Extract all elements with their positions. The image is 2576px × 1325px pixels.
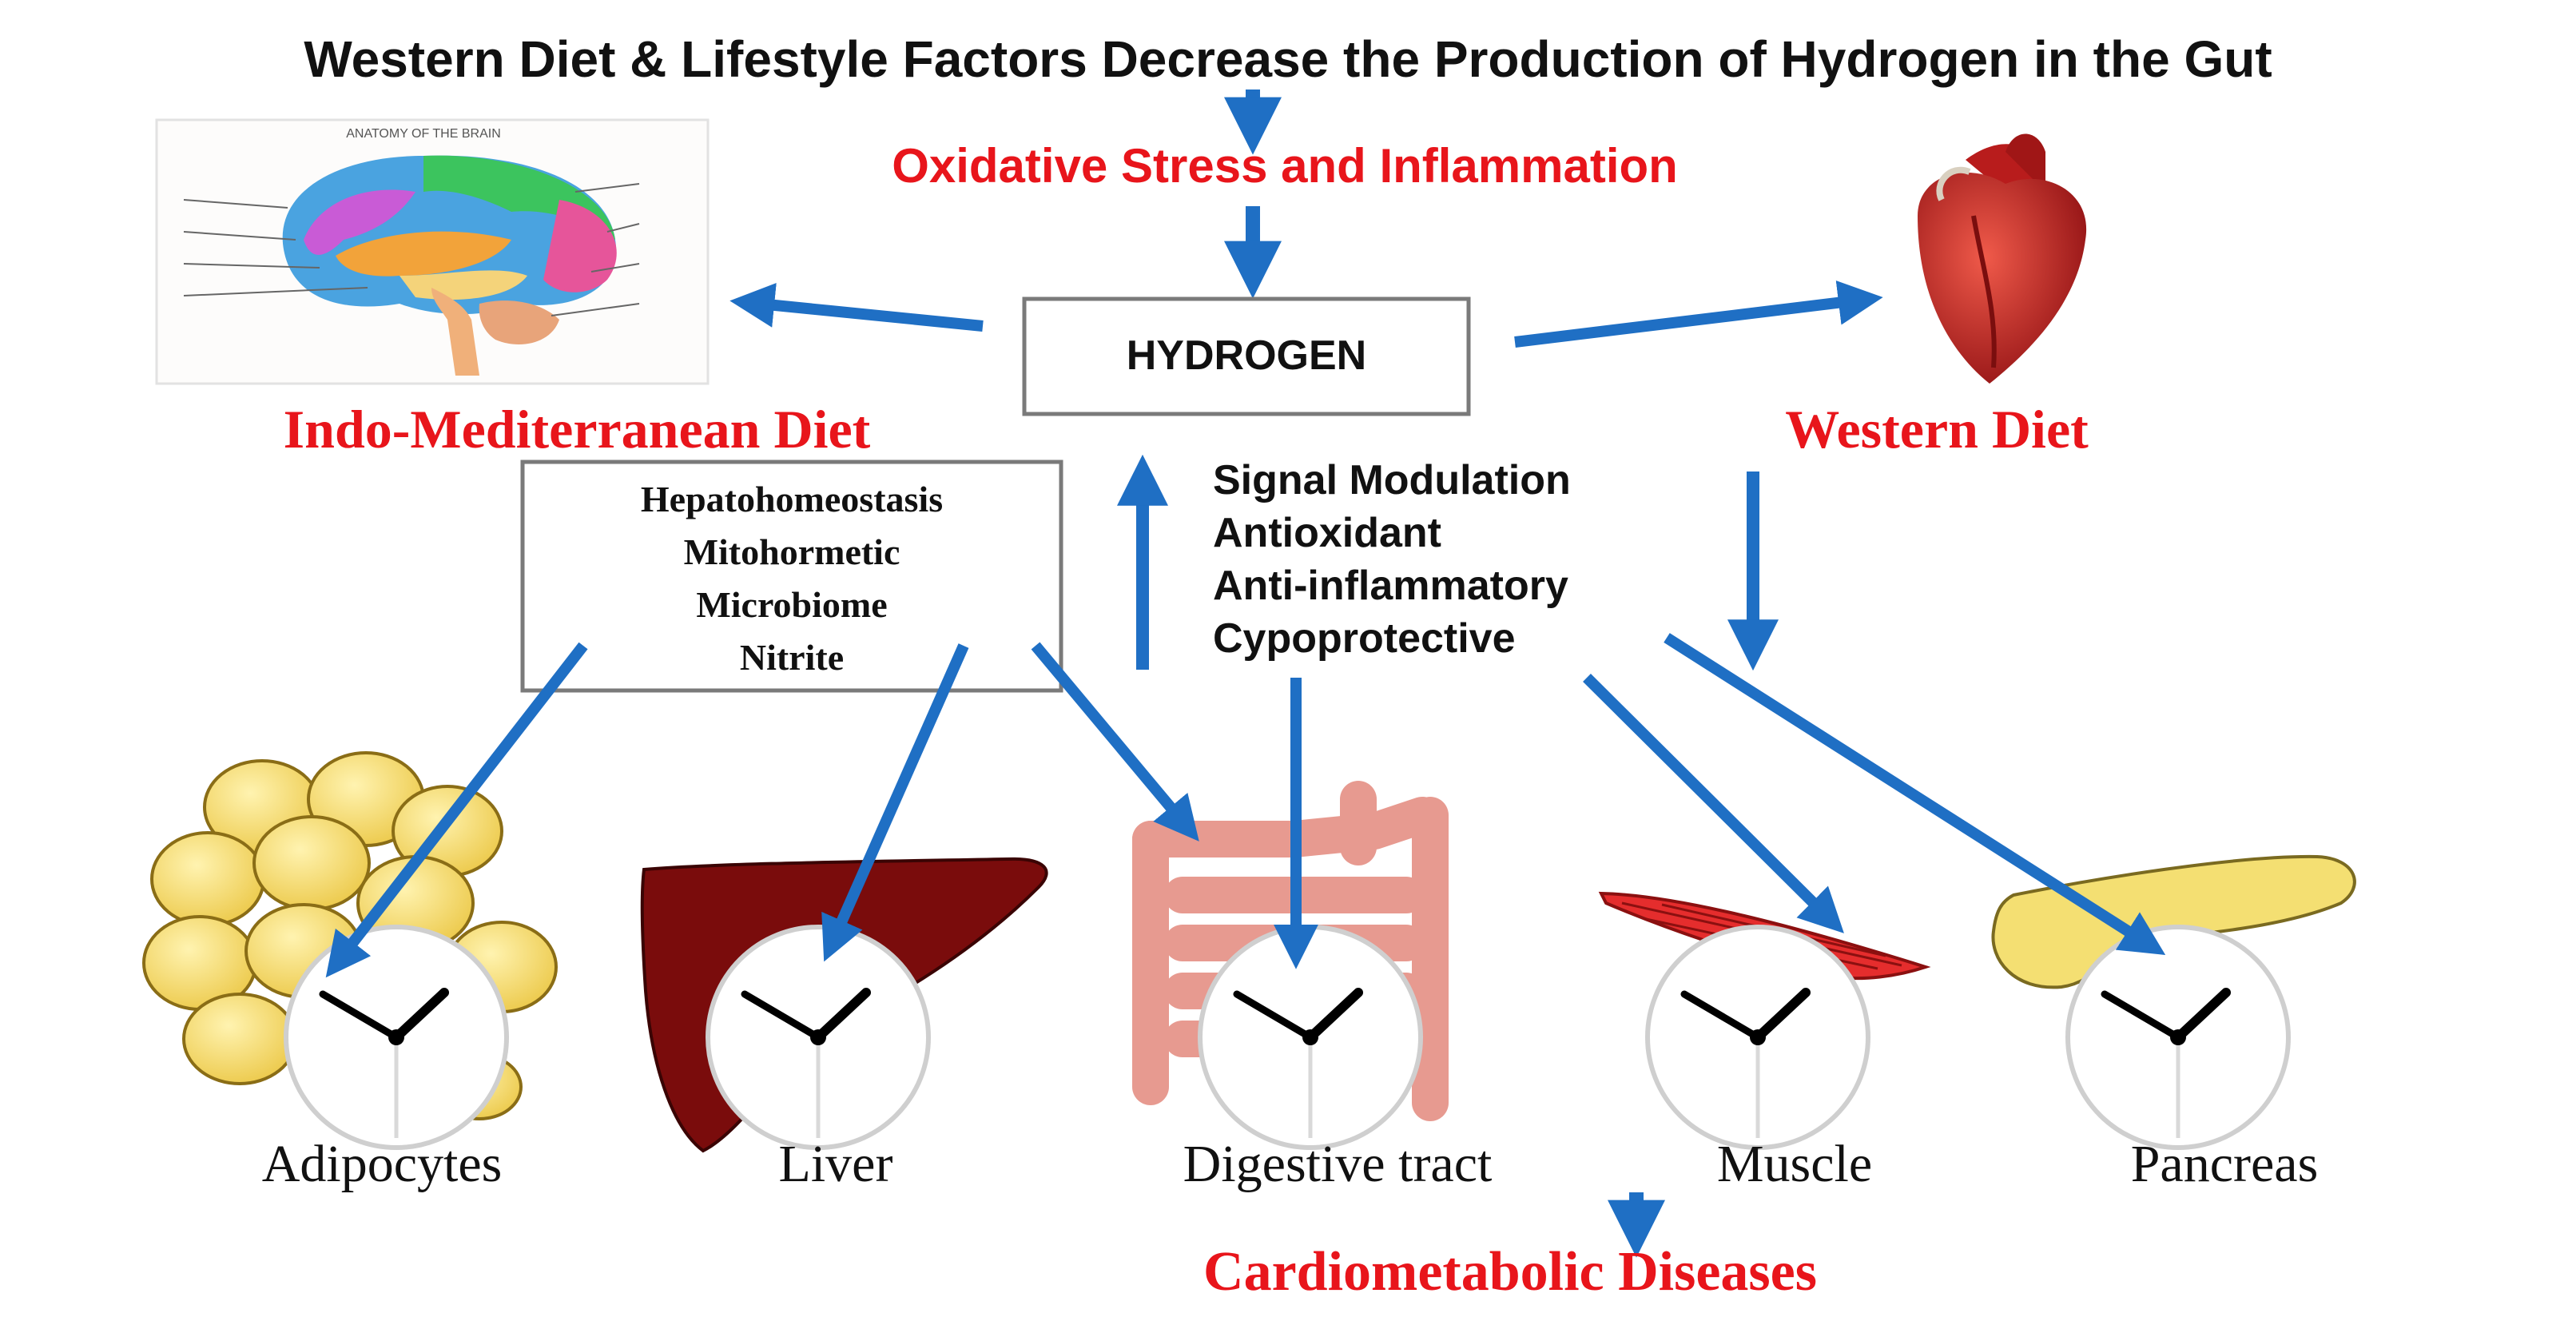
effect-item: Antioxidant xyxy=(1213,510,1441,556)
arrow-to-liver xyxy=(821,643,969,962)
arrow-to-pancreas xyxy=(1664,633,2166,956)
western-diet-label: Western Diet xyxy=(1785,399,2089,460)
effect-item: Signal Modulation xyxy=(1213,457,1571,503)
mechanism-item: Microbiome xyxy=(696,584,887,625)
organ-label-adipocytes: Adipocytes xyxy=(262,1135,503,1193)
arrow-to-adipocytes xyxy=(325,642,588,978)
organ-label-liver: Liver xyxy=(779,1135,893,1193)
stress-label: Oxidative Stress and Inflammation xyxy=(892,139,1678,193)
mechanisms-box: Hepatohomeostasis Mitohormetic Microbiom… xyxy=(520,460,1063,693)
mechanism-item: Nitrite xyxy=(740,637,844,678)
outcome-label: Cardiometabolic Diseases xyxy=(1203,1241,1817,1303)
effect-item: Cypoprotective xyxy=(1213,615,1516,662)
arrow-to-muscle xyxy=(1583,674,1844,933)
arrow-hydrogen-to-brain xyxy=(729,283,984,332)
effects-list: Signal Modulation Antioxidant Anti-infla… xyxy=(1213,457,1571,662)
clock-icon xyxy=(1198,925,1423,1150)
organ-label-digestive-tract: Digestive tract xyxy=(1183,1135,1493,1193)
arrow-hydrogen-to-heart xyxy=(1514,280,1883,348)
organ-label-muscle: Muscle xyxy=(1717,1135,1872,1193)
clock-icon xyxy=(706,925,931,1150)
clock-icon xyxy=(284,925,509,1150)
indo-mediterranean-diet-label: Indo-Mediterranean Diet xyxy=(284,399,871,460)
arrow-to-digestive-tract xyxy=(1031,642,1199,842)
mechanism-item: Mitohormetic xyxy=(684,531,900,572)
clock-icon xyxy=(2065,925,2291,1150)
brain-caption: ANATOMY OF THE BRAIN xyxy=(346,127,501,141)
diagram-title: Western Diet & Lifestyle Factors Decreas… xyxy=(304,30,2272,88)
heart-illustration xyxy=(1918,133,2087,384)
pancreas-illustration xyxy=(1991,854,2356,989)
mechanism-item: Hepatohomeostasis xyxy=(641,479,943,519)
clock-icon xyxy=(1645,925,1870,1150)
organ-label-pancreas: Pancreas xyxy=(2131,1135,2319,1193)
hydrogen-label: HYDROGEN xyxy=(1127,332,1366,379)
hydrogen-node: HYDROGEN xyxy=(1022,296,1471,416)
brain-illustration: ANATOMY OF THE BRAIN xyxy=(155,118,710,385)
effect-item: Anti-inflammatory xyxy=(1213,563,1568,609)
